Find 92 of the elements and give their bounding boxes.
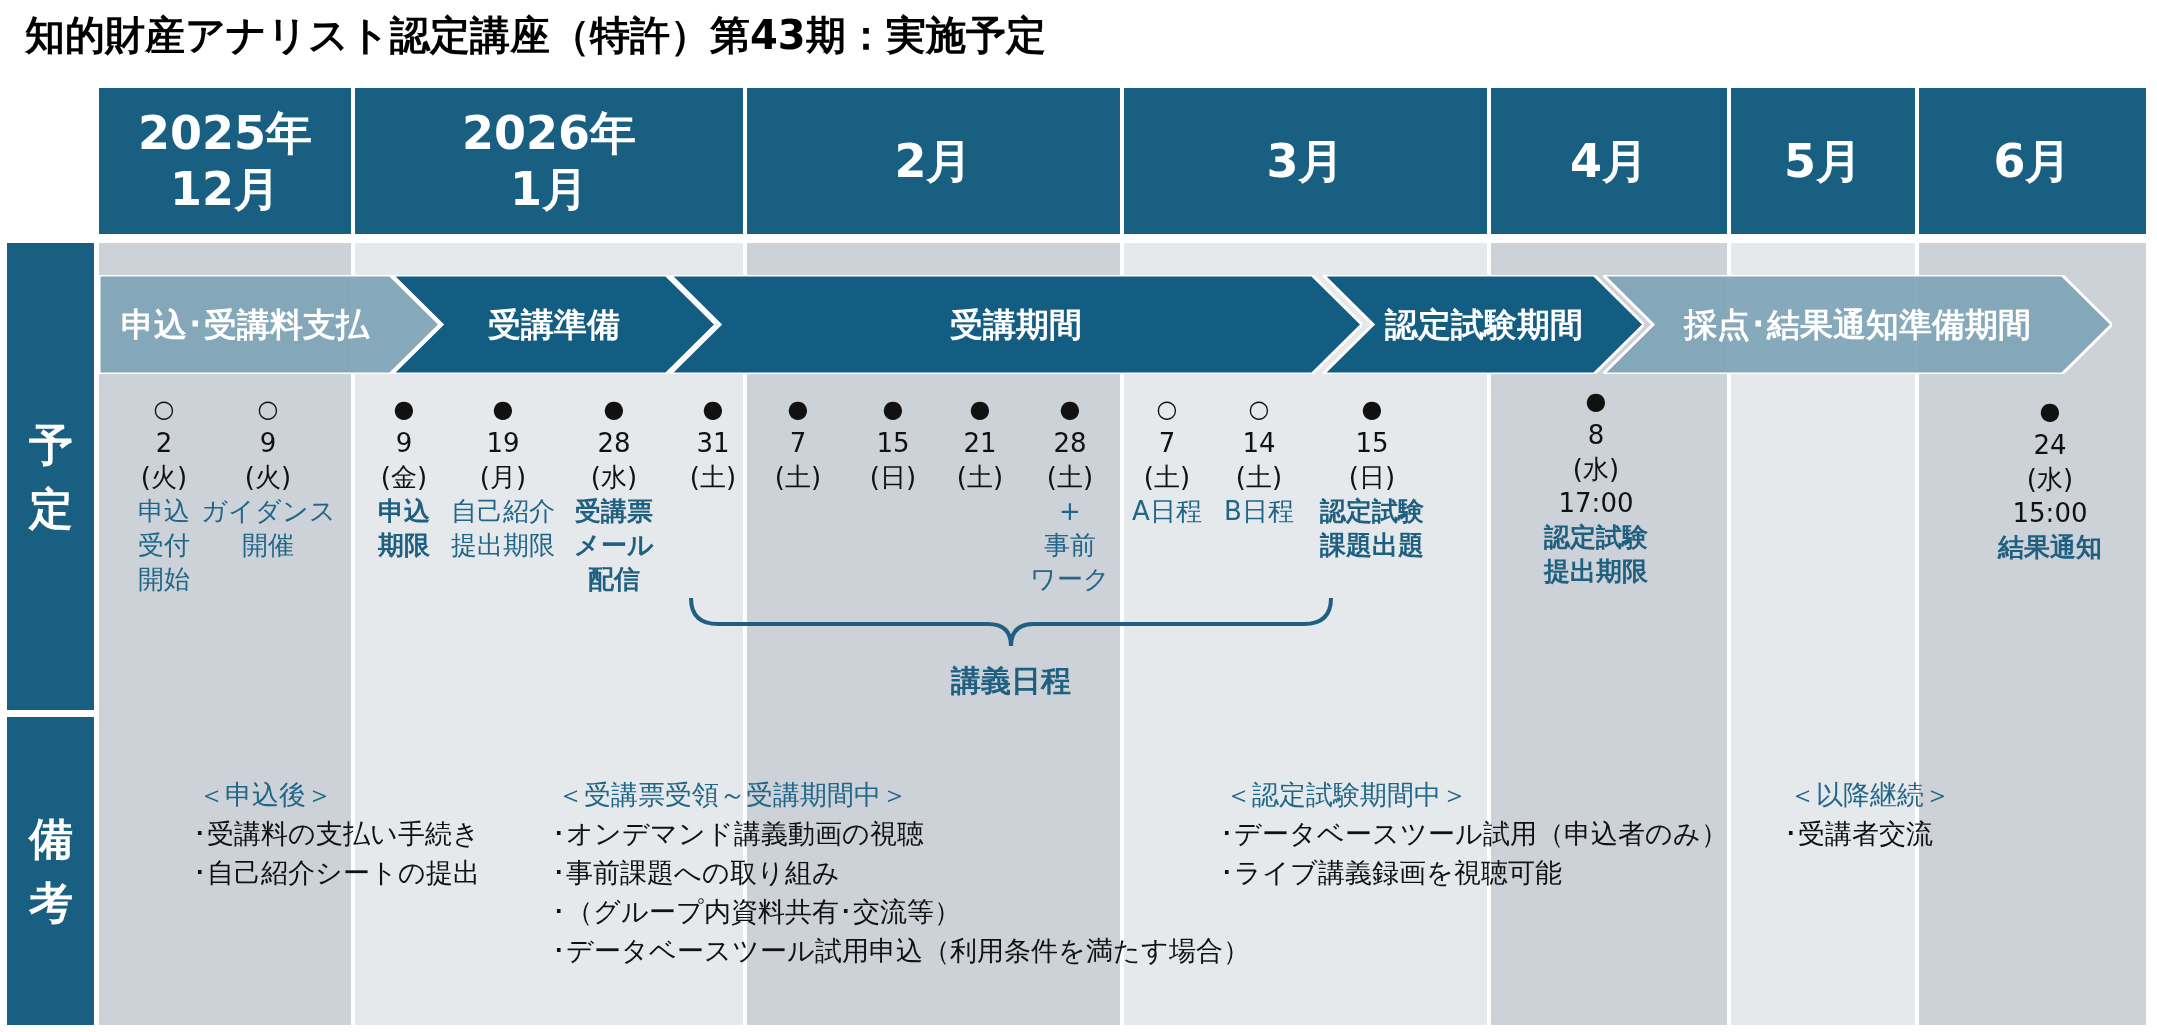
note-heading: ＜認定試験期間中＞	[1225, 778, 1468, 812]
event-description: B日程	[1224, 495, 1294, 528]
event-marker: ●	[603, 394, 625, 425]
date-text: 15	[1355, 427, 1389, 460]
event-description: 事前ワーク	[1030, 529, 1110, 596]
event-marker: ○	[1156, 394, 1178, 425]
note-heading: ＜以降継続＞	[1789, 778, 1951, 812]
event-description: 認定試験提出期限	[1544, 521, 1648, 588]
event-marker: ●	[787, 394, 809, 425]
weekday-text: (火)	[140, 461, 188, 494]
date-text: 14	[1242, 427, 1276, 460]
weekday-text: (土)	[1235, 461, 1283, 494]
weekday-text: (日)	[869, 461, 917, 494]
weekday-text: (日)	[1348, 461, 1396, 494]
month-header: 6月	[1919, 88, 2146, 234]
event-description: ガイダンス開催	[200, 495, 336, 562]
date-text: 15	[876, 427, 910, 460]
month-header: 5月	[1731, 88, 1915, 234]
date-text: 7	[789, 427, 807, 460]
date-text: 31	[696, 427, 730, 460]
event-marker: ●	[702, 394, 724, 425]
phase-banner	[392, 275, 716, 374]
note-heading: ＜申込後＞	[198, 778, 333, 812]
event-description: 結果通知	[1998, 531, 2102, 564]
time-text: 15:00	[2012, 497, 2088, 530]
weekday-text: (土)	[1046, 461, 1094, 494]
weekday-text: (金)	[380, 461, 428, 494]
event-marker: ●	[1059, 394, 1081, 425]
event-description: 認定試験課題出題	[1320, 495, 1424, 562]
event-marker: ●	[2039, 396, 2061, 427]
weekday-text: (土)	[689, 461, 737, 494]
phase-banner	[1603, 275, 2112, 374]
note-item: ･データベースツール試用申込（利用条件を満たす場合）	[552, 934, 1250, 968]
event-marker: ○	[153, 394, 175, 425]
row-header: 予定	[7, 243, 94, 710]
weekday-text: (水)	[2026, 463, 2074, 496]
brace-label: 講義日程	[951, 664, 1071, 698]
date-text: 28	[1053, 427, 1087, 460]
event-marker: ●	[1361, 394, 1383, 425]
month-header: 4月	[1491, 88, 1727, 234]
event-marker: ○	[257, 394, 279, 425]
phase-banner	[99, 275, 440, 374]
month-header: 2025年12月	[99, 88, 351, 234]
phase-label: 採点･結果通知準備期間	[1684, 303, 2031, 345]
date-text: 24	[2033, 429, 2067, 462]
phase-banner	[1323, 275, 1644, 374]
phase-label: 認定試験期間	[1384, 303, 1583, 345]
weekday-text: (火)	[244, 461, 292, 494]
weekday-text: (土)	[1143, 461, 1191, 494]
event-description: 自己紹介提出期限	[451, 495, 555, 562]
event-marker: ●	[393, 394, 415, 425]
event-description: +	[1059, 495, 1081, 528]
note-heading: ＜受講票受領～受講期間中＞	[557, 778, 908, 812]
note-item: ･ライブ講義録画を視聴可能	[1220, 856, 1562, 890]
month-header: 2月	[747, 88, 1120, 234]
event-description: 申込受付開始	[138, 495, 190, 596]
note-item: ･受講者交流	[1784, 817, 1933, 851]
event-marker: ●	[882, 394, 904, 425]
note-item: ･自己紹介シートの提出	[193, 856, 480, 890]
month-header: 2026年1月	[355, 88, 743, 234]
phase-label: 受講期間	[950, 303, 1082, 345]
note-item: ･データベースツール試用（申込者のみ）	[1220, 817, 1728, 851]
weekday-text: (月)	[479, 461, 527, 494]
date-text: 21	[963, 427, 997, 460]
event-description: 申込期限	[378, 495, 430, 562]
note-item: ･事前課題への取り組み	[552, 856, 840, 890]
time-text: 17:00	[1558, 487, 1634, 520]
phase-label: 申込･受講料支払	[120, 303, 369, 345]
weekday-text: (土)	[774, 461, 822, 494]
event-marker: ○	[1248, 394, 1270, 425]
row-header: 備考	[7, 717, 94, 1025]
note-item: ･（グループ内資料共有･交流等）	[552, 895, 961, 929]
page-title: 知的財産アナリスト認定講座（特許）第43期：実施予定	[25, 11, 1046, 60]
date-text: 28	[597, 427, 631, 460]
weekday-text: (水)	[590, 461, 638, 494]
event-description: A日程	[1132, 495, 1202, 528]
event-marker: ●	[492, 394, 514, 425]
phase-label: 受講準備	[488, 303, 620, 345]
event-marker: ●	[1585, 386, 1607, 417]
event-description: 受講票メール配信	[574, 495, 654, 596]
date-text: 2	[155, 427, 173, 460]
event-marker: ●	[969, 394, 991, 425]
date-text: 9	[259, 427, 277, 460]
date-text: 19	[486, 427, 520, 460]
weekday-text: (水)	[1572, 453, 1620, 486]
weekday-text: (土)	[956, 461, 1004, 494]
note-item: ･受講料の支払い手続き	[193, 817, 480, 851]
month-header: 3月	[1124, 88, 1487, 234]
date-text: 8	[1587, 419, 1605, 452]
date-text: 9	[395, 427, 413, 460]
date-text: 7	[1158, 427, 1176, 460]
note-item: ･オンデマンド講義動画の視聴	[552, 817, 924, 851]
